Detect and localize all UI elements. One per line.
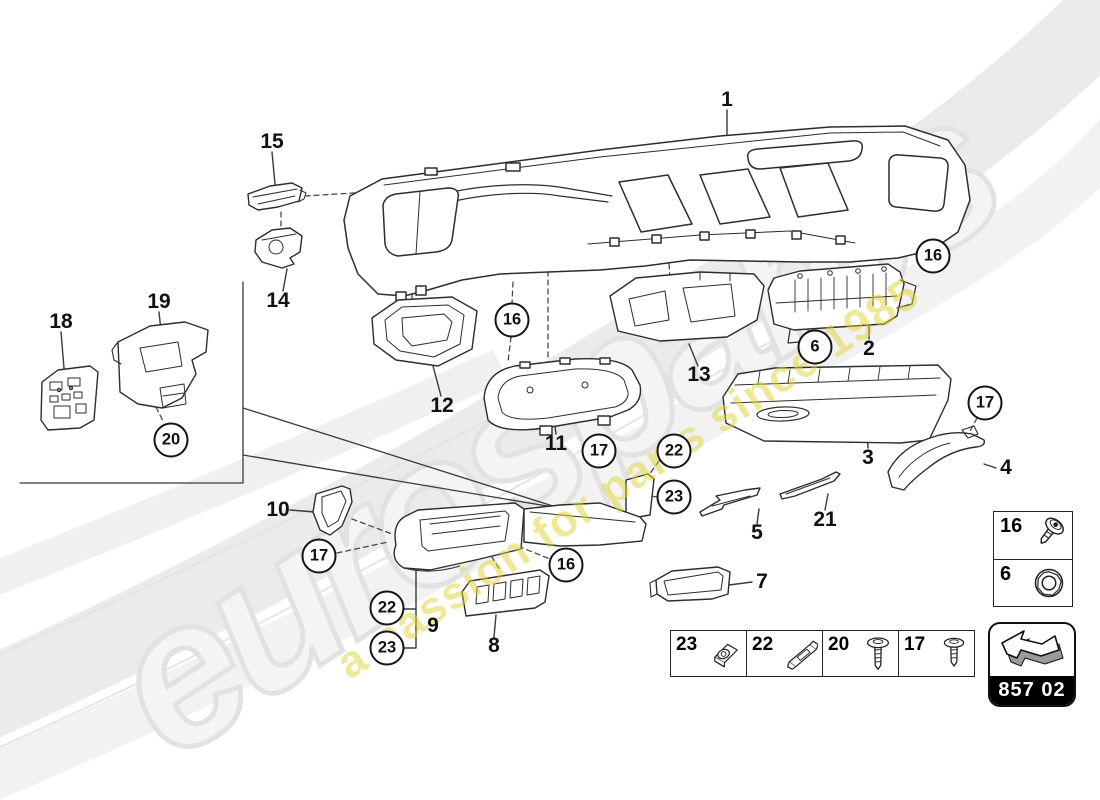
part-3-glovebox xyxy=(722,364,952,444)
back-arrow-icon xyxy=(990,624,1074,676)
part-callout-23: 23 xyxy=(656,479,692,515)
part-10-side-cover xyxy=(312,485,353,536)
part-19-control-unit-bracket xyxy=(111,321,209,409)
part-callout-10: 10 xyxy=(266,498,290,521)
part-callout-11: 11 xyxy=(544,432,568,455)
part-7-tray xyxy=(649,566,731,602)
part-9-lower-trim xyxy=(393,473,655,572)
part-callout-22: 22 xyxy=(369,590,405,626)
part-callout-16: 16 xyxy=(494,302,530,338)
part-21-trim-strip xyxy=(779,471,841,500)
part-14-bracket xyxy=(254,227,303,269)
legend-cell-20: 20 xyxy=(823,631,899,676)
part-callout-17: 17 xyxy=(301,538,337,574)
part-callout-4: 4 xyxy=(1000,456,1012,479)
part-1-dashboard-panel xyxy=(343,125,971,302)
part-callout-21: 21 xyxy=(813,508,837,531)
part-callout-1: 1 xyxy=(721,88,733,111)
part-callout-20: 20 xyxy=(153,422,189,458)
page-code: 857 02 xyxy=(990,676,1074,705)
pan-screw-icon xyxy=(862,634,894,674)
part-callout-9: 9 xyxy=(427,614,439,637)
part-callout-19: 19 xyxy=(147,290,171,313)
part-callout-18: 18 xyxy=(49,310,73,333)
legend-cell-17: 17 xyxy=(899,631,974,676)
part-callout-17: 17 xyxy=(967,385,1003,421)
part-callout-17: 17 xyxy=(581,433,617,469)
legend-number-22: 22 xyxy=(752,634,774,655)
u-nut-clip-icon xyxy=(710,634,742,674)
part-8-switch-bank xyxy=(461,569,550,617)
part-11-cluster-surround xyxy=(483,357,642,436)
fastener-side-box: 16 6 xyxy=(993,511,1073,607)
part-callout-14: 14 xyxy=(266,289,290,312)
part-callout-3: 3 xyxy=(862,446,874,469)
legend-number-17: 17 xyxy=(904,634,926,655)
part-5-trim-strip xyxy=(699,487,761,517)
part-callout-8: 8 xyxy=(488,634,500,657)
legend-number-16: 16 xyxy=(1000,515,1023,537)
part-callout-13: 13 xyxy=(687,363,711,386)
part-callout-16: 16 xyxy=(915,238,951,274)
flange-screw-icon xyxy=(1031,514,1067,556)
legend-cell-22: 22 xyxy=(747,631,823,676)
grommet-nut-icon xyxy=(1031,562,1067,604)
part-callout-2: 2 xyxy=(863,337,875,360)
page-code-box: 857 02 xyxy=(988,622,1076,707)
part-callout-16: 16 xyxy=(548,547,584,583)
part-callout-5: 5 xyxy=(751,521,763,544)
part-12-cluster-frame xyxy=(371,296,478,367)
group-bracket xyxy=(19,281,560,509)
fastener-legend-row: 23 22 20 17 xyxy=(670,630,975,677)
part-13-vent-frame xyxy=(609,271,765,342)
part-18-control-unit xyxy=(40,365,99,431)
part-callout-12: 12 xyxy=(430,394,454,417)
part-4-trim-strip xyxy=(887,425,986,491)
legend-number-6: 6 xyxy=(1000,562,1012,585)
legend-number-20: 20 xyxy=(828,634,850,655)
part-callout-15: 15 xyxy=(260,130,284,153)
part-callout-6: 6 xyxy=(797,329,833,365)
legend-cell-6: 6 xyxy=(994,560,1072,607)
part-callout-22: 22 xyxy=(656,433,692,469)
pan-screw-short-icon xyxy=(938,634,970,674)
part-2-airbag-unit xyxy=(767,263,917,344)
legend-cell-23: 23 xyxy=(671,631,747,676)
legend-cell-16: 16 xyxy=(994,512,1072,560)
part-15-switch xyxy=(247,182,307,211)
part-callout-23: 23 xyxy=(369,630,405,666)
spring-clip-icon xyxy=(786,634,818,674)
part-callout-7: 7 xyxy=(756,570,768,593)
legend-number-23: 23 xyxy=(676,634,698,655)
